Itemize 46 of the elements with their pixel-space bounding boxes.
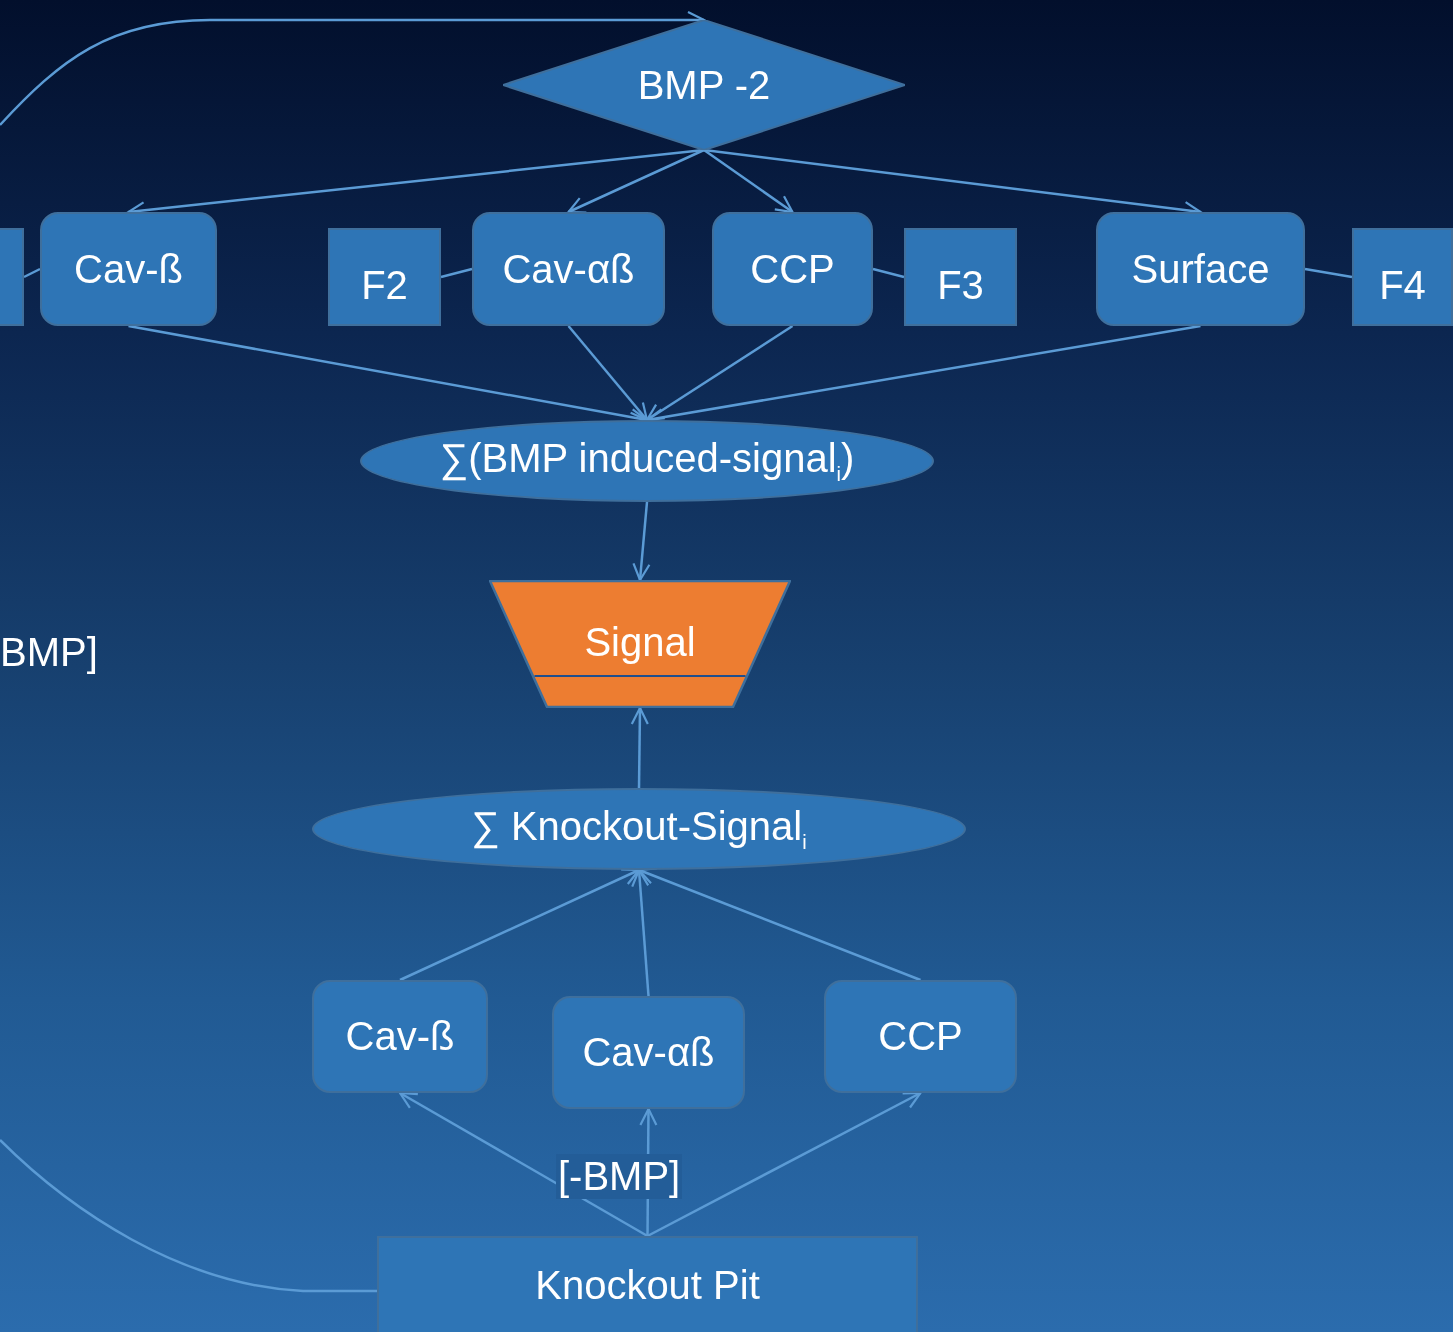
node-label: ∑(BMP induced-signal$_{i}$) (439, 436, 855, 486)
rounded-box (824, 980, 1017, 1093)
process-box (1352, 228, 1453, 326)
arrow (398, 1091, 649, 1238)
process-box (377, 1236, 918, 1332)
arrow (703, 148, 794, 214)
arrow (646, 1091, 922, 1238)
node-label: ∑ Knockout-Signal$_{i}$ (471, 804, 807, 854)
connector-line (872, 267, 905, 279)
connector-line (1304, 267, 1353, 279)
node-label: Cav-αß (582, 1030, 715, 1075)
text-label: [-BMP] (556, 1154, 683, 1199)
rounded-box (472, 212, 665, 326)
node-label: F3 (937, 262, 984, 308)
arrow (645, 324, 794, 422)
process-box (904, 228, 1017, 326)
node-label: Cav-ß (345, 1014, 455, 1059)
trapezoid-node (489, 580, 791, 708)
node-label: BMP -2 (637, 62, 771, 108)
node-label: F4 (1379, 262, 1426, 308)
node-label: F2 (361, 262, 408, 308)
connector-line (23, 267, 41, 279)
decision-diamond (503, 20, 905, 150)
arrow (637, 867, 921, 982)
rounded-box (40, 212, 217, 326)
arrow (567, 148, 705, 214)
arrow (567, 325, 649, 422)
node-label: Knockout Pit (535, 1262, 760, 1308)
connector-line (440, 267, 473, 279)
node-label: Signal (584, 620, 696, 665)
arrow (632, 501, 651, 582)
arrow (399, 868, 641, 982)
process-box (328, 228, 441, 326)
node-label: Cav-αß (502, 246, 635, 292)
rounded-box (312, 980, 488, 1093)
node-label: CCP (750, 246, 835, 292)
node-label: Cav-ß (74, 246, 183, 292)
arrow (0, 10, 706, 126)
process-box (0, 228, 24, 326)
rounded-box (712, 212, 873, 326)
rounded-box (552, 996, 745, 1109)
rounded-box (1096, 212, 1305, 326)
node-label: Surface (1131, 246, 1270, 292)
node-label: CCP (878, 1014, 963, 1059)
connector-line (0, 1139, 377, 1293)
text-label: BMP] (0, 630, 98, 675)
